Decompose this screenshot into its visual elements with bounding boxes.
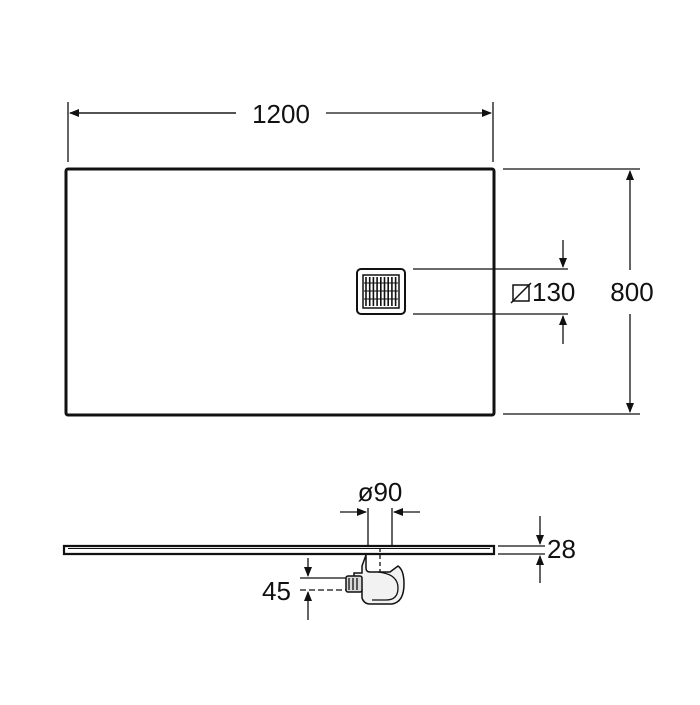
height-label: 800 [610,277,653,307]
width-label: 1200 [252,99,310,129]
diameter-symbol-icon [510,282,532,304]
width-dimension: 1200 [67,99,494,162]
drain-diameter-dimension: 130 [413,240,575,344]
top-view: 1200 800 130 [64,99,654,417]
tray-outline [64,167,496,417]
thickness-dimension: 28 [498,516,576,583]
trap-height-label: 45 [262,576,291,606]
drain-grate [356,268,406,315]
thickness-label: 28 [547,534,576,564]
drain-diameter-label: 130 [532,277,575,307]
outlet-diameter-label: ø90 [358,477,403,507]
tray-profile [62,544,496,556]
outlet-diameter-dimension: ø90 [340,477,420,546]
side-view: ø90 28 45 [62,477,576,620]
trap-height-dimension: 45 [262,558,346,620]
siphon-trap [345,548,405,605]
height-dimension: 800 [503,168,654,415]
